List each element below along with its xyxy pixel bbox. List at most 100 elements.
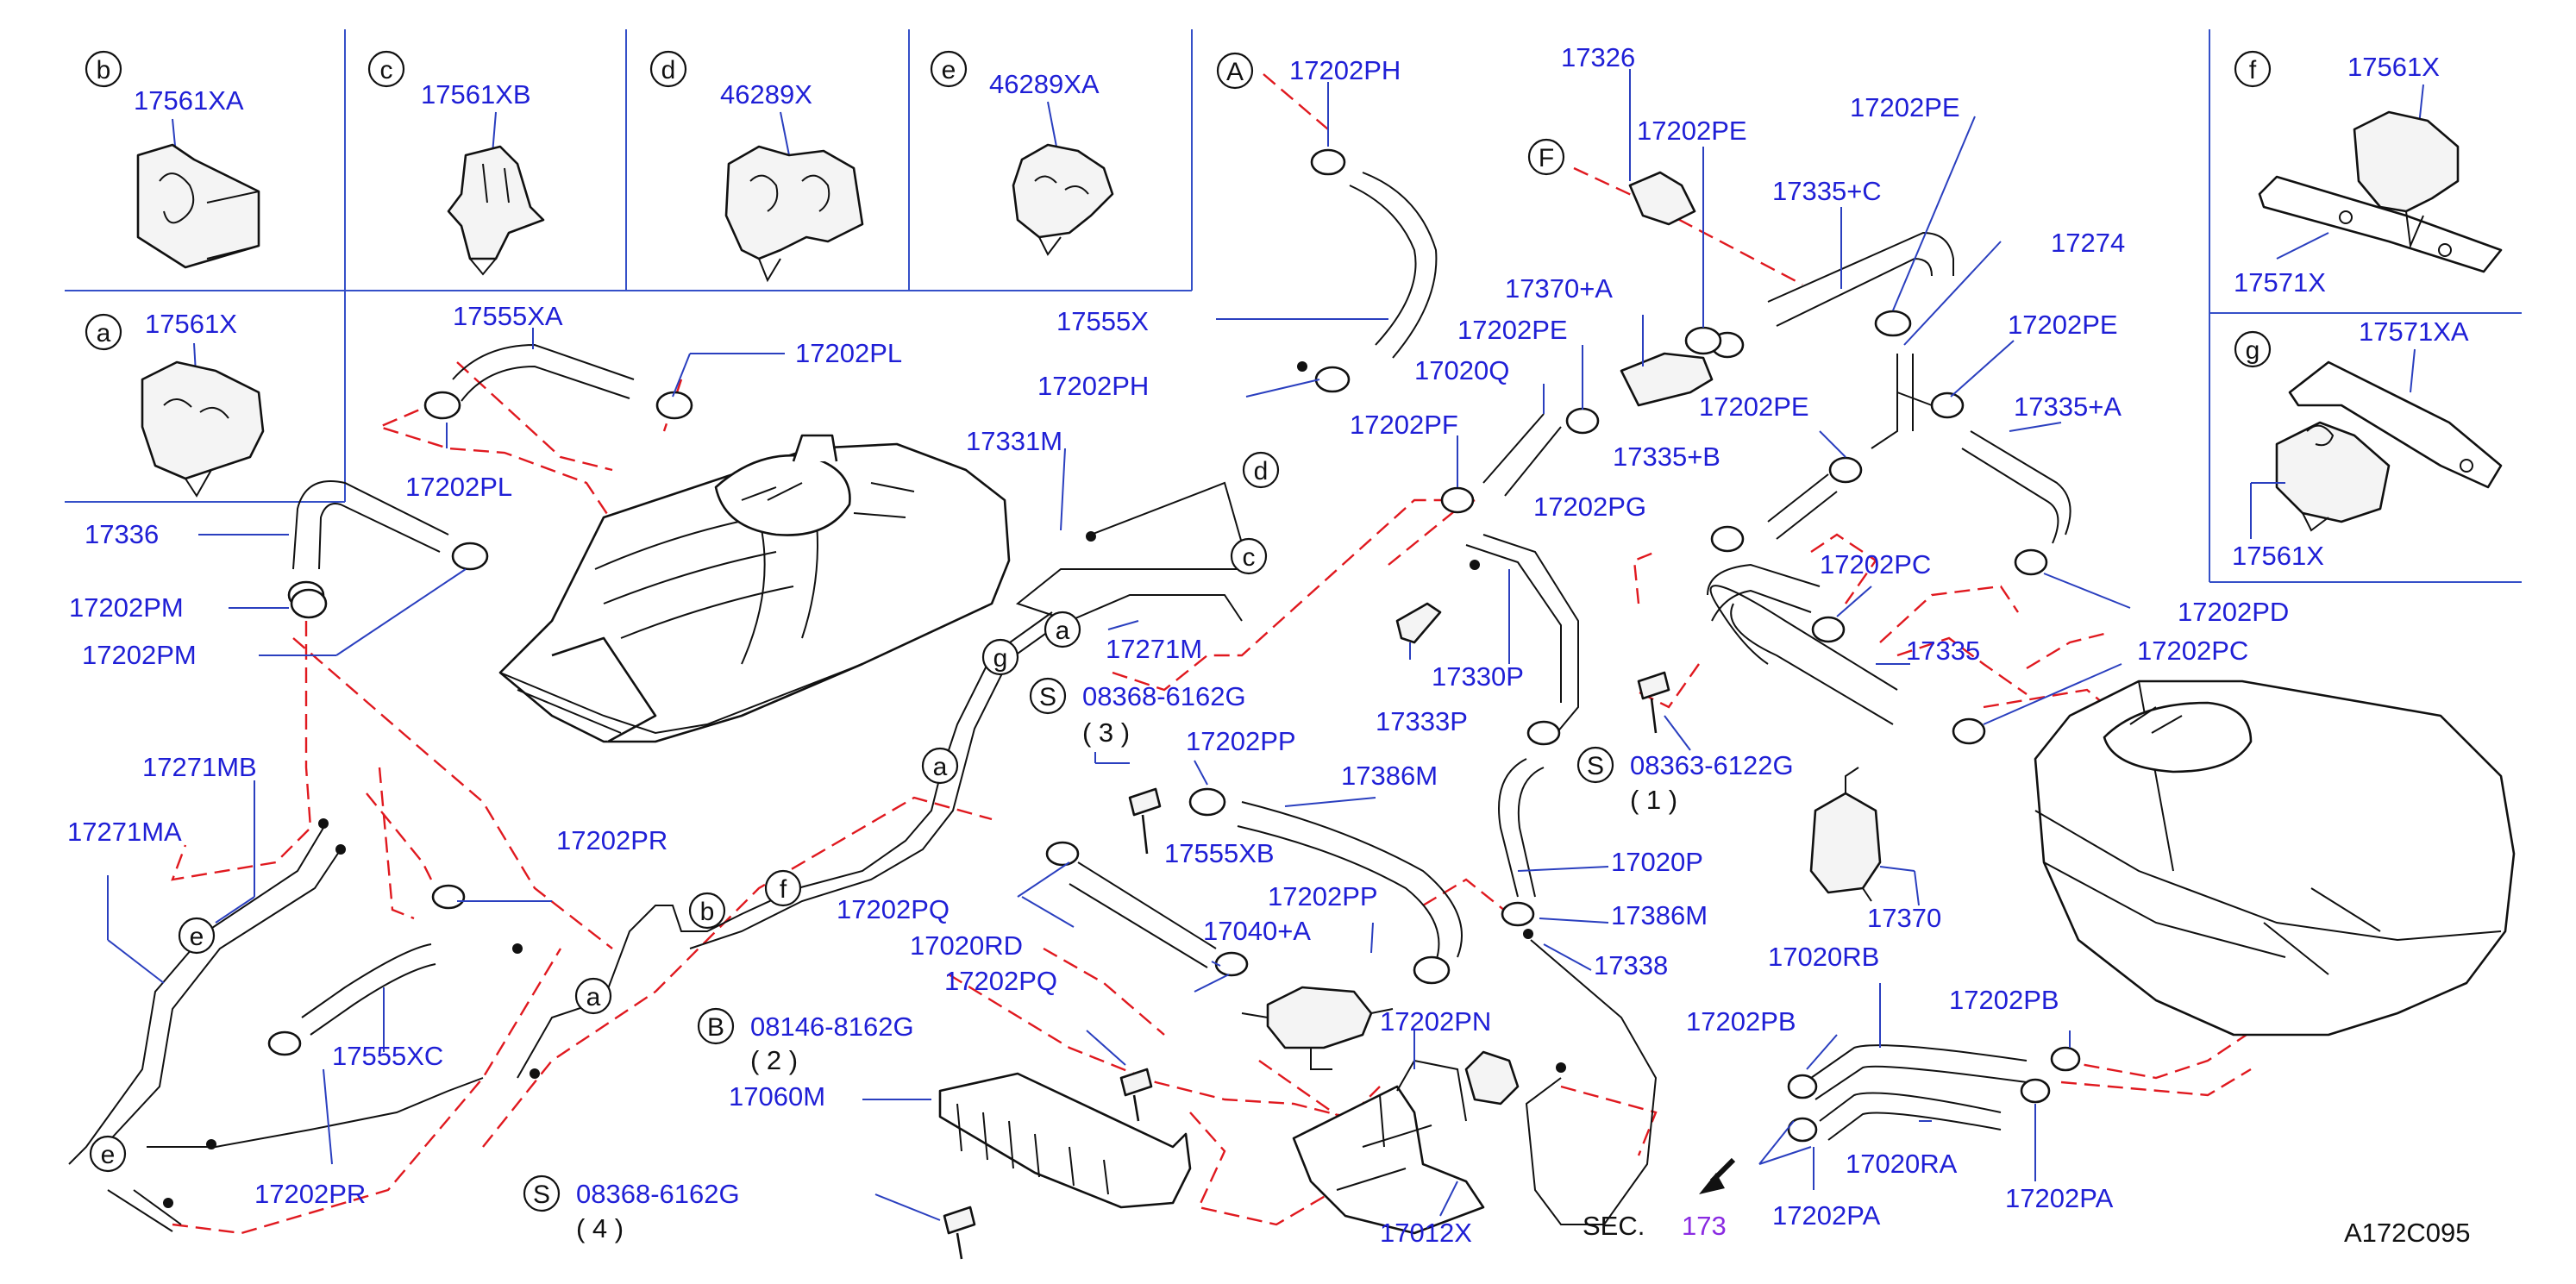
callout-f-inset xyxy=(2234,50,2272,88)
inset-e: e 46289XA xyxy=(930,50,1114,256)
label-17202PA: 17202PA xyxy=(1772,1200,1881,1231)
callout-A: A xyxy=(1226,58,1244,86)
callout-letter: e xyxy=(942,56,956,85)
label-17202PB: 17202PB xyxy=(1686,1006,1796,1037)
label-17020RB: 17020RB xyxy=(1768,942,1879,972)
label-17370: 17370 xyxy=(1867,903,1941,933)
hose-17020RD xyxy=(1069,861,1217,968)
label-17202PP: 17202PP xyxy=(1268,881,1378,911)
callout-e2: e xyxy=(101,1141,116,1169)
callout-b-inset xyxy=(85,50,122,88)
label-17202PH: 17202PH xyxy=(1037,371,1149,401)
hose-17020RB xyxy=(1810,1044,2028,1100)
shield-17060M xyxy=(938,1072,1192,1209)
label-17202PE: 17202PE xyxy=(1637,116,1747,146)
bracket-17012X xyxy=(1292,1085,1485,1235)
label-17335: 17335 xyxy=(1906,636,1980,666)
hose-17335 xyxy=(1709,585,1898,725)
callout-letter: a xyxy=(97,319,111,348)
part-label: 46289X xyxy=(720,79,812,110)
label-17202PQ: 17202PQ xyxy=(837,894,950,924)
label-17202PE: 17202PE xyxy=(1699,391,1809,422)
arrow-icon xyxy=(1699,1173,1725,1194)
clamp-icon xyxy=(423,391,461,420)
bolt-part: 08363-6122G xyxy=(1630,750,1794,780)
label-17202PB: 17202PB xyxy=(1949,985,2059,1015)
bolt-letter: S xyxy=(1587,752,1604,780)
bolt-part: 08368-6162G xyxy=(1082,681,1246,711)
part-17333P xyxy=(1395,602,1442,644)
bolt-qty: ( 2 ) xyxy=(750,1045,798,1075)
label-17202PQ: 17202PQ xyxy=(944,966,1057,996)
label-17020P: 17020P xyxy=(1611,847,1703,877)
label-17271MA: 17271MA xyxy=(67,817,182,847)
label-leaders xyxy=(107,69,2131,1221)
label-17386M: 17386M xyxy=(1611,900,1708,930)
hose-17555XC xyxy=(301,943,436,1036)
bolt-letter: S xyxy=(1039,683,1056,711)
label-17331M: 17331M xyxy=(966,426,1062,456)
connector-17274 xyxy=(1871,354,1933,449)
callout-F: F xyxy=(1539,144,1554,172)
label-17335C: 17335+C xyxy=(1772,176,1882,206)
callouts: A F a g a b f a e e d c xyxy=(89,52,1565,1173)
label-17202PP: 17202PP xyxy=(1186,726,1296,756)
canister-brackets xyxy=(938,671,1670,1260)
tank-body xyxy=(498,442,1011,743)
label-17202PR: 17202PR xyxy=(254,1179,366,1209)
label-17271MB: 17271MB xyxy=(142,752,257,782)
section-arrow xyxy=(1699,1157,1736,1194)
tank-filler-neck xyxy=(2103,701,2253,774)
callout-c1: c xyxy=(1243,543,1256,572)
valve-17370A xyxy=(1620,352,1714,407)
bolt-qty: ( 1 ) xyxy=(1630,785,1677,815)
part-label: 17561X xyxy=(145,309,237,339)
label-17202PL: 17202PL xyxy=(405,472,512,502)
bolt-letter: S xyxy=(533,1181,550,1209)
label-17338: 17338 xyxy=(1594,950,1668,980)
callout-d-inset xyxy=(649,50,687,88)
label-17020RA: 17020RA xyxy=(1846,1149,1958,1179)
part-label: 17561X xyxy=(2347,52,2440,82)
inset-b: b 17561XA xyxy=(85,50,260,269)
clamp-icon xyxy=(451,542,489,571)
label-17326: 17326 xyxy=(1561,42,1635,72)
label-17330P: 17330P xyxy=(1432,661,1524,692)
fuel-tank-left xyxy=(498,434,1011,743)
callout-a3: a xyxy=(586,983,601,1012)
section-link[interactable]: 173 xyxy=(1682,1211,1727,1241)
label-17271M: 17271M xyxy=(1106,634,1202,664)
label-17335A: 17335+A xyxy=(2014,391,2122,422)
clamp-icon xyxy=(1874,310,1912,337)
callout-letter: d xyxy=(661,56,676,85)
callout-c-inset xyxy=(367,50,405,88)
footer-refs: SEC. 173 A172C095 xyxy=(1583,1211,2471,1248)
inset-f: f 17561X 17571X xyxy=(2234,50,2503,298)
label-17335B: 17335+B xyxy=(1613,442,1720,472)
drawing-code: A172C095 xyxy=(2344,1218,2471,1248)
label-17202PR: 17202PR xyxy=(556,825,668,855)
pipe-17336 xyxy=(292,480,449,570)
section-prefix: SEC. xyxy=(1583,1211,1645,1241)
tube-17271M xyxy=(1015,481,1261,623)
hose-17335A xyxy=(1961,430,2071,544)
part-label: 17561XB xyxy=(421,79,531,110)
label-17202PC: 17202PC xyxy=(1820,549,1931,579)
junction-dots xyxy=(163,361,1566,1208)
part-label: 17561XA xyxy=(134,85,244,116)
tube-17271MB xyxy=(68,827,324,1165)
clip-icon xyxy=(1012,143,1114,239)
label-17370A: 17370+A xyxy=(1505,273,1613,304)
label-17202PC: 17202PC xyxy=(2137,636,2248,666)
part-label: 17561X xyxy=(2232,541,2324,571)
part-label: 17571X xyxy=(2234,267,2326,298)
clip-icon xyxy=(2275,421,2391,523)
label-17202PE: 17202PE xyxy=(1457,315,1568,345)
callout-a-inset xyxy=(85,313,122,351)
clip-icon xyxy=(141,360,265,480)
hose-17555X xyxy=(1349,172,1438,359)
tube-17335B xyxy=(1767,473,1838,540)
bolt-qty: ( 3 ) xyxy=(1082,717,1130,748)
callout-letter: g xyxy=(2246,336,2260,365)
